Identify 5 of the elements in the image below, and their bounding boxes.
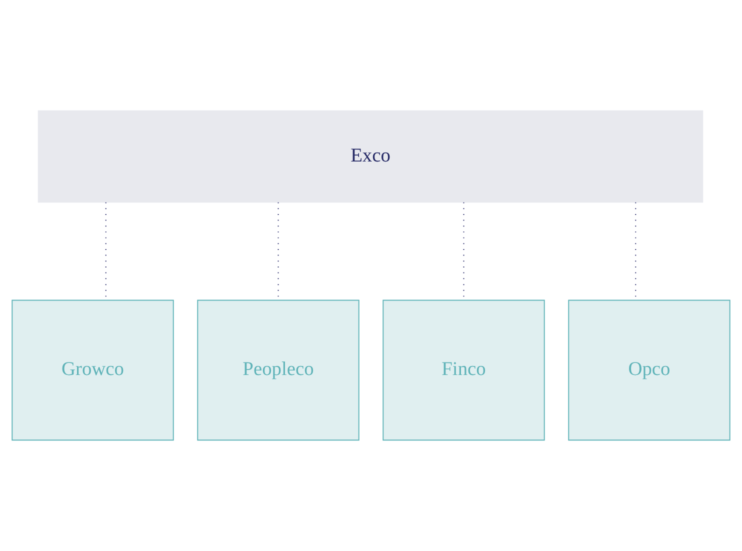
node-box: Opco — [568, 300, 730, 441]
node-box: Finco — [382, 300, 545, 441]
node-box: Peopleco — [197, 300, 360, 441]
node-box: Exco — [38, 110, 704, 203]
node-box: Growco — [12, 300, 174, 441]
